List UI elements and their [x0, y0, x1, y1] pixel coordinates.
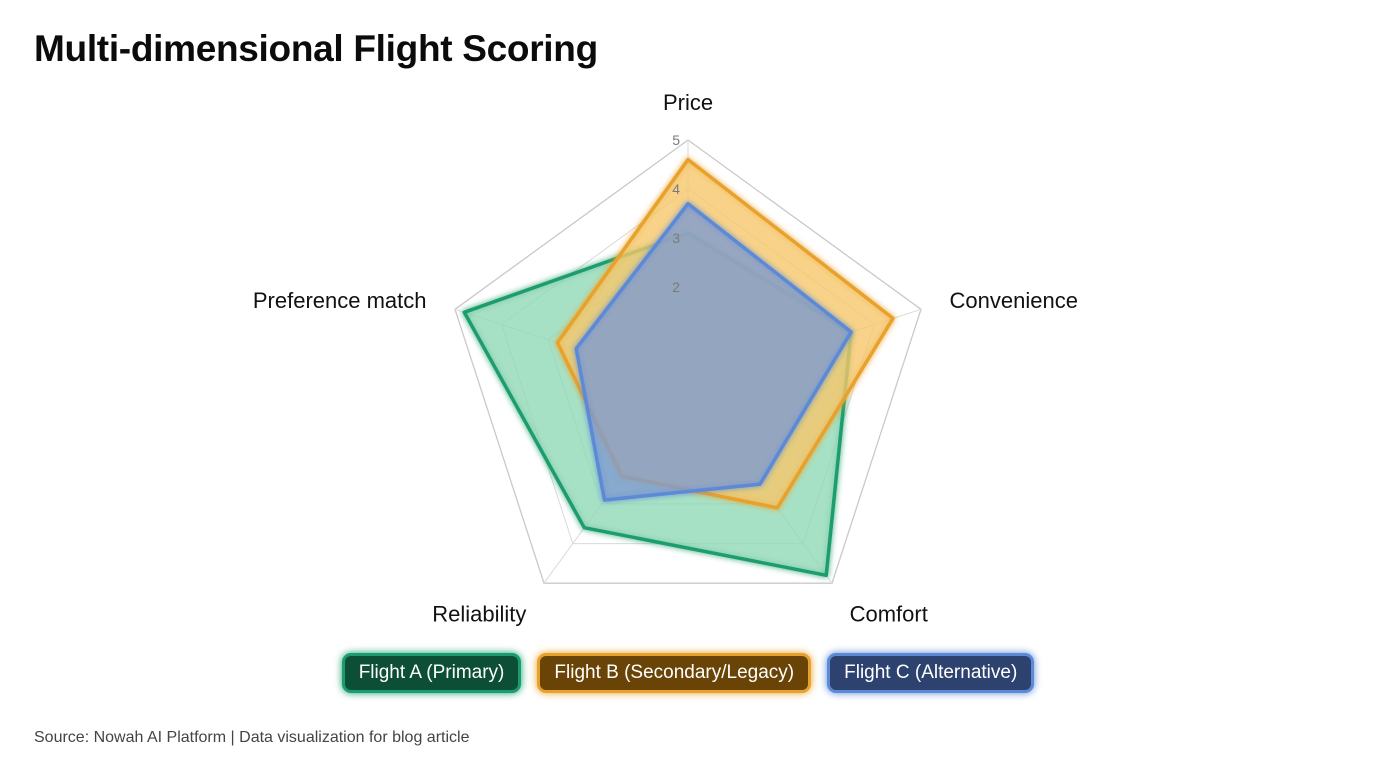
- legend-item-2[interactable]: Flight B (Secondary/Legacy): [537, 653, 812, 693]
- radar-tick-labels: 2 3 4 5: [672, 132, 680, 295]
- axis-label: Price: [663, 90, 713, 115]
- source-note: Source: Nowah AI Platform | Data visuali…: [34, 729, 470, 746]
- axis-label: Convenience: [950, 288, 1078, 313]
- tick-label: 3: [672, 230, 680, 246]
- legend-item-3[interactable]: Flight C (Alternative): [827, 653, 1035, 693]
- legend-item-1[interactable]: Flight A (Primary): [341, 653, 522, 693]
- series-polygon-3: [574, 201, 853, 502]
- axis-label: Preference match: [253, 288, 427, 313]
- tick-label: 5: [672, 132, 680, 148]
- radar-series: [462, 157, 895, 578]
- tick-label: 4: [672, 181, 680, 197]
- axis-label: Reliability: [432, 602, 526, 627]
- chart-title: Multi-dimensional Flight Scoring: [34, 28, 598, 69]
- axis-label: Comfort: [850, 602, 928, 627]
- tick-label: 2: [672, 279, 680, 295]
- grid-ring-5: [454, 139, 922, 584]
- chart-legend: Flight A (Primary) Flight B (Secondary/Le…: [0, 653, 1376, 693]
